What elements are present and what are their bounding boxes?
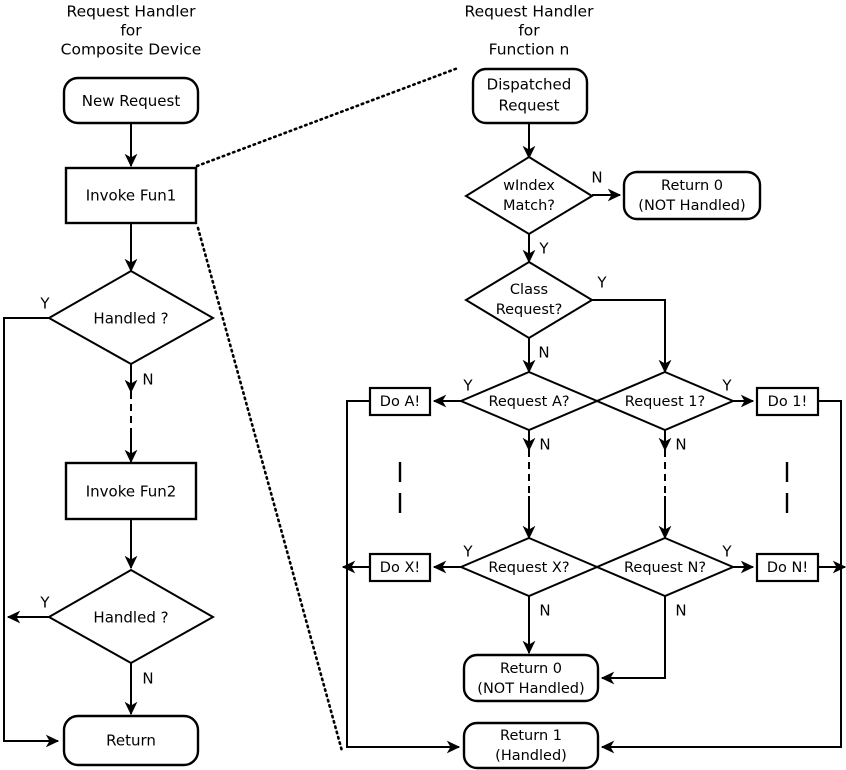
class-yes-label: Y bbox=[596, 274, 607, 292]
request-a-label: Request A? bbox=[488, 394, 569, 410]
handled-2-shape[interactable] bbox=[46, 568, 216, 665]
edge-class-yes-to-request1 bbox=[592, 299, 672, 374]
dispatched-request-shape[interactable] bbox=[471, 67, 589, 125]
left-title: Request Handler for Composite Device bbox=[61, 3, 202, 59]
new-request-shape[interactable] bbox=[62, 76, 200, 125]
do-n-shape[interactable] bbox=[755, 552, 820, 583]
return1-shape[interactable] bbox=[462, 721, 600, 770]
node-request-x[interactable]: Request X? bbox=[458, 536, 600, 598]
return0-top-shape[interactable] bbox=[622, 170, 762, 221]
handled-2-label: Handled ? bbox=[93, 609, 168, 627]
return0-top-line2: (NOT Handled) bbox=[638, 198, 745, 214]
node-return1[interactable]: Return 1 (Handled) bbox=[462, 721, 600, 770]
node-return0-top[interactable]: Return 0 (NOT Handled) bbox=[622, 170, 762, 221]
node-request-a[interactable]: Request A? bbox=[458, 370, 600, 432]
invoke-fun1-label: Invoke Fun1 bbox=[86, 187, 177, 205]
request-x-yes-label: Y bbox=[462, 543, 473, 561]
edge-handled1-yes-to-return bbox=[3, 317, 66, 748]
node-invoke-fun2[interactable]: Invoke Fun2 bbox=[64, 461, 198, 521]
request-a-shape[interactable] bbox=[458, 370, 600, 432]
request-a-no-label: N bbox=[539, 436, 550, 454]
request-1-no-label: N bbox=[675, 436, 686, 454]
node-do-x[interactable]: Do X! bbox=[368, 552, 432, 583]
node-return0-bottom[interactable]: Return 0 (NOT Handled) bbox=[462, 653, 600, 703]
return-left-shape[interactable] bbox=[62, 714, 200, 767]
request-n-shape[interactable] bbox=[594, 536, 736, 598]
return-left-label: Return bbox=[106, 732, 156, 750]
do-x-shape[interactable] bbox=[368, 552, 432, 583]
node-return-left[interactable]: Return bbox=[62, 714, 200, 767]
return0-top-line1: Return 0 bbox=[661, 178, 723, 194]
return0-bottom-line2: (NOT Handled) bbox=[477, 681, 584, 697]
dispatched-request-line2: Request bbox=[499, 97, 560, 115]
node-request-1[interactable]: Request 1? bbox=[594, 370, 736, 432]
node-do-n[interactable]: Do N! bbox=[755, 552, 820, 583]
handled-1-yes-label: Y bbox=[39, 295, 50, 313]
windex-no-label: N bbox=[591, 169, 602, 187]
new-request-label: New Request bbox=[82, 92, 181, 110]
windex-match-shape[interactable] bbox=[464, 155, 594, 236]
request-a-yes-label: Y bbox=[462, 377, 473, 395]
request-1-yes-label: Y bbox=[721, 377, 732, 395]
right-title-line2: for bbox=[518, 22, 540, 40]
left-title-line1: Request Handler bbox=[67, 3, 197, 21]
node-dispatched-request[interactable]: Dispatched Request bbox=[471, 67, 589, 125]
node-request-n[interactable]: Request N? bbox=[594, 536, 736, 598]
invoke-fun1-shape[interactable] bbox=[64, 166, 198, 225]
windex-yes-label: Y bbox=[538, 240, 549, 258]
request-x-label: Request X? bbox=[488, 560, 569, 576]
left-title-line3: Composite Device bbox=[61, 41, 202, 59]
handled-1-label: Handled ? bbox=[93, 310, 168, 328]
do-x-label: Do X! bbox=[380, 560, 420, 576]
left-title-line2: for bbox=[120, 22, 142, 40]
right-title-line3: Function n bbox=[489, 41, 570, 59]
edge-left-rail-to-return1 bbox=[346, 400, 461, 754]
return0-bottom-line1: Return 0 bbox=[500, 661, 562, 677]
handled-1-no-label: N bbox=[142, 371, 153, 389]
windex-match-line1: wIndex bbox=[503, 178, 555, 194]
node-windex-match[interactable]: wIndex Match? bbox=[464, 155, 594, 236]
handled-2-no-label: N bbox=[142, 670, 153, 688]
class-request-line1: Class bbox=[510, 282, 548, 298]
do-a-shape[interactable] bbox=[368, 386, 432, 417]
node-new-request[interactable]: New Request bbox=[62, 76, 200, 125]
handled-1-shape[interactable] bbox=[46, 269, 216, 366]
edge-right-rail-to-return1 bbox=[600, 400, 842, 754]
node-class-request[interactable]: Class Request? bbox=[464, 260, 594, 340]
return1-line1: Return 1 bbox=[500, 728, 562, 744]
request-n-label: Request N? bbox=[624, 560, 706, 576]
node-do-1[interactable]: Do 1! bbox=[755, 386, 820, 417]
left-edges bbox=[3, 123, 138, 748]
do-1-label: Do 1! bbox=[768, 394, 808, 410]
invoke-fun2-shape[interactable] bbox=[64, 461, 198, 521]
do-n-label: Do N! bbox=[767, 560, 808, 576]
dispatched-request-line1: Dispatched bbox=[487, 76, 572, 94]
expansion-dotted-line-bottom bbox=[196, 226, 344, 753]
invoke-fun2-label: Invoke Fun2 bbox=[86, 483, 177, 501]
expansion-dotted-line-top bbox=[195, 66, 460, 168]
class-no-label: N bbox=[538, 344, 549, 362]
request-1-label: Request 1? bbox=[625, 394, 705, 410]
right-title-line1: Request Handler bbox=[465, 3, 595, 21]
class-request-shape[interactable] bbox=[464, 260, 594, 340]
edge-requestn-no-to-return0 bbox=[600, 595, 666, 685]
request-n-no-label: N bbox=[675, 602, 686, 620]
request-x-shape[interactable] bbox=[458, 536, 600, 598]
do-1-shape[interactable] bbox=[755, 386, 820, 417]
node-invoke-fun1[interactable]: Invoke Fun1 bbox=[64, 166, 198, 225]
do-a-label: Do A! bbox=[380, 394, 420, 410]
request-n-yes-label: Y bbox=[721, 543, 732, 561]
class-request-line2: Request? bbox=[496, 302, 563, 318]
return1-line2: (Handled) bbox=[495, 748, 567, 764]
node-handled-2[interactable]: Handled ? bbox=[46, 568, 216, 665]
request-x-no-label: N bbox=[539, 602, 550, 620]
right-title: Request Handler for Function n bbox=[465, 3, 595, 59]
windex-match-line2: Match? bbox=[503, 198, 555, 214]
node-handled-1[interactable]: Handled ? bbox=[46, 269, 216, 366]
return0-bottom-shape[interactable] bbox=[462, 653, 600, 703]
request-1-shape[interactable] bbox=[594, 370, 736, 432]
node-do-a[interactable]: Do A! bbox=[368, 386, 432, 417]
handled-2-yes-label: Y bbox=[39, 594, 50, 612]
